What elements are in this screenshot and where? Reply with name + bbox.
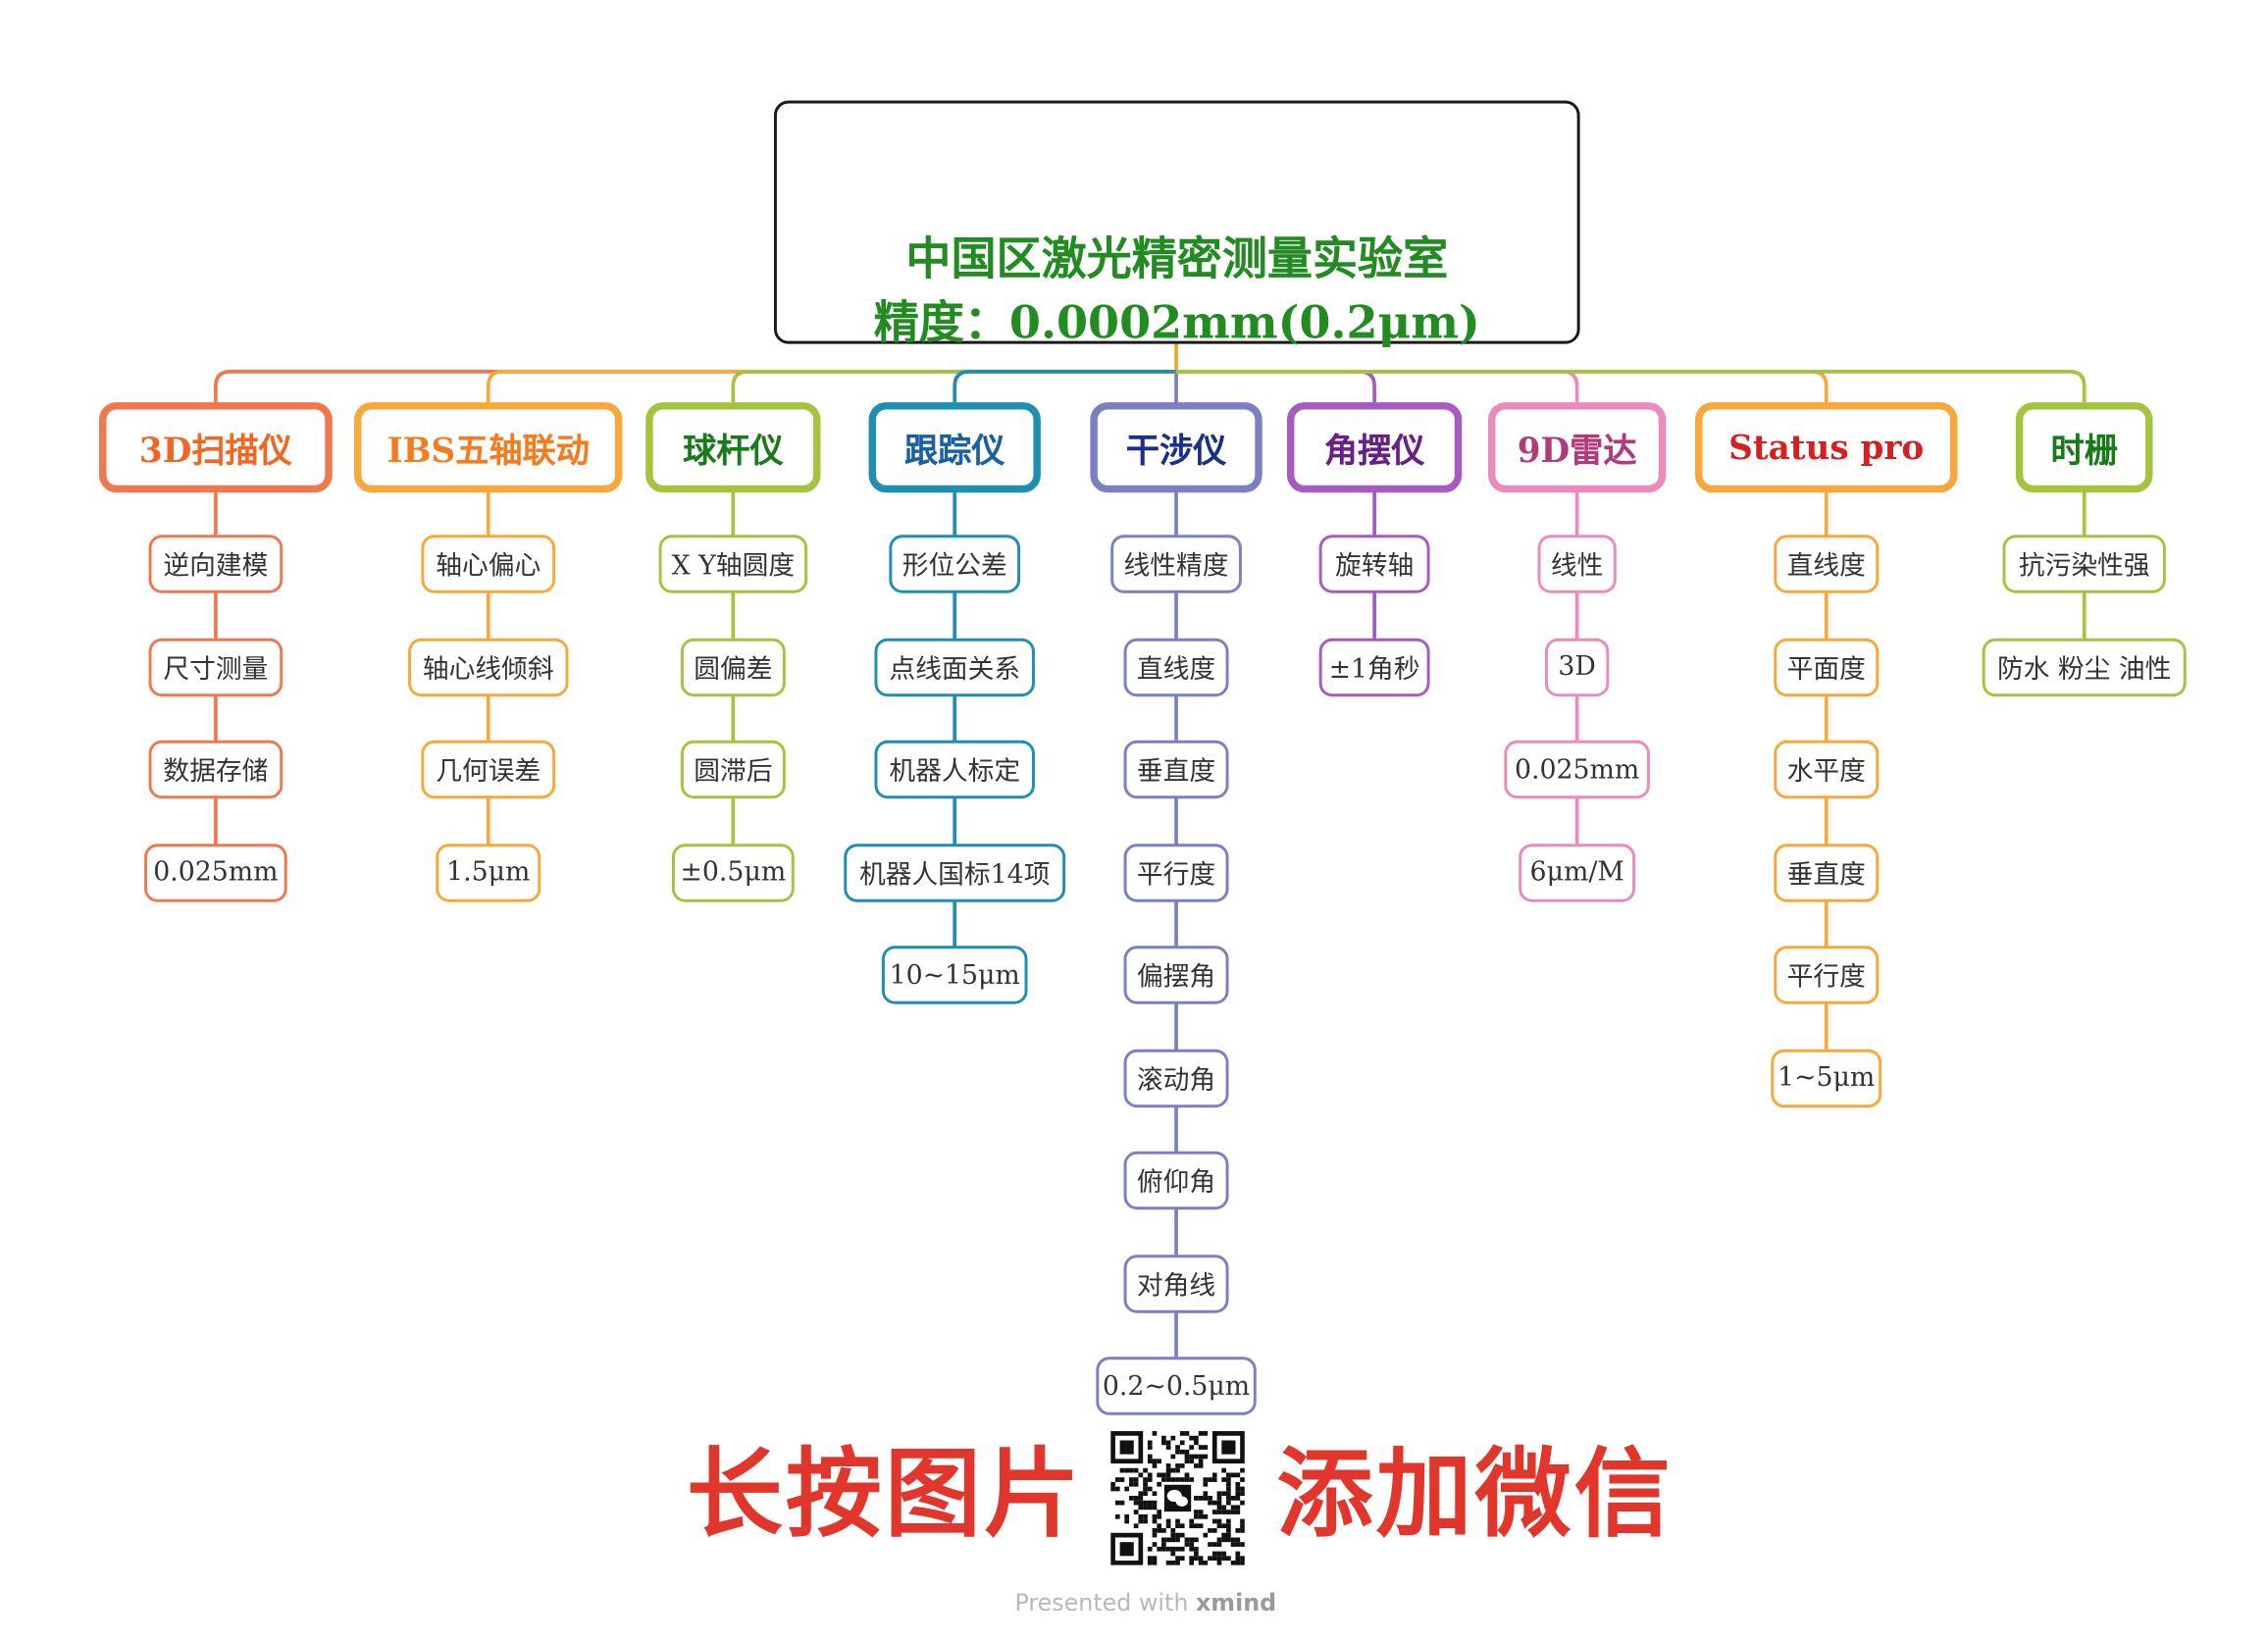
subtopic[interactable]: 垂直度 [1123,740,1229,799]
subtopic[interactable]: 形位公差 [889,535,1021,593]
subtopic[interactable]: 偏摆角 [1123,946,1229,1004]
root-title: 中国区激光精密测量实验室 [905,232,1449,286]
branch-connector [953,370,1177,403]
subtopic[interactable]: 3D [1544,638,1610,696]
branch-connector [1176,370,2087,403]
footer-right-text: 添加微信 [1276,1436,1674,1551]
subtopic[interactable]: 尺寸测量 [148,638,284,696]
subtopic[interactable]: 防水 粉尘 油性 [1982,638,2187,696]
branch-connector [1176,370,1376,403]
subtopic[interactable]: X Y轴圆度 [658,535,808,593]
subtopic[interactable]: 俯仰角 [1123,1151,1229,1210]
subtopic[interactable]: 平行度 [1774,946,1880,1004]
subtopic[interactable]: 数据存储 [148,740,284,799]
subtopic[interactable]: 旋转轴 [1318,535,1430,593]
branch-connector [486,370,1177,403]
subtopic[interactable]: 0.025mm [144,843,287,901]
subtopic[interactable]: 圆滞后 [680,740,786,799]
branch-topic[interactable]: 干涉仪 [1090,402,1263,493]
branch-connector [1176,370,1829,403]
subtopic[interactable]: 垂直度 [1774,843,1880,901]
branch-topic[interactable]: 角摆仪 [1286,402,1463,493]
root-topic[interactable]: 中国区激光精密测量实验室 精度：0.0002mm(0.2μm) [773,100,1580,350]
subtopic[interactable]: 对角线 [1123,1254,1229,1312]
subtopic[interactable]: 点线面关系 [874,638,1035,696]
footer-left-text: 长按图片 [686,1436,1083,1551]
subtopic[interactable]: 滚动角 [1123,1049,1229,1107]
subtopic[interactable]: ±0.5μm [671,843,795,901]
root-subtitle: 精度：0.0002mm(0.2μm) [873,297,1480,350]
credit-prefix: Presented with [1014,1588,1196,1616]
branch-topic[interactable]: IBS五轴联动 [354,402,623,493]
subtopic[interactable]: 几何误差 [421,740,556,799]
branch-connector [731,370,1177,403]
subtopic[interactable]: ±1角秒 [1318,638,1430,696]
subtopic[interactable]: 线性 [1537,535,1617,593]
branch-topic[interactable]: 跟踪仪 [868,402,1041,493]
branch-topic[interactable]: Status pro [1694,402,1958,493]
branch-topic[interactable]: 球杆仪 [645,402,821,493]
subtopic[interactable]: 逆向建模 [148,535,284,593]
subtopic[interactable]: 直线度 [1774,535,1880,593]
branch-topic[interactable]: 9D雷达 [1488,402,1667,493]
subtopic[interactable]: 抗污染性强 [2002,535,2166,593]
subtopic[interactable]: 机器人国标14项 [844,843,1066,901]
subtopic[interactable]: 圆偏差 [680,638,786,696]
subtopic[interactable]: 轴心线倾斜 [408,638,569,696]
branch-topic[interactable]: 时栅 [2015,402,2153,493]
subtopic[interactable]: 0.2~0.5μm [1096,1357,1257,1415]
subtopic[interactable]: 平面度 [1774,638,1880,696]
subtopic[interactable]: 线性精度 [1110,535,1242,593]
subtopic[interactable]: 平行度 [1123,843,1229,901]
branch-connector [1176,370,1579,403]
subtopic[interactable]: 0.025mm [1504,740,1650,799]
credit-brand: xmind [1195,1588,1277,1616]
subtopic[interactable]: 轴心偏心 [421,535,556,593]
subtopic[interactable]: 水平度 [1774,740,1880,799]
subtopic[interactable]: 1~5μm [1771,1049,1882,1107]
presented-with-xmind: Presented with xmind [0,1589,2268,1616]
branch-topic[interactable]: 3D扫描仪 [99,402,333,493]
subtopic[interactable]: 6μm/M [1519,843,1636,901]
subtopic[interactable]: 1.5μm [436,843,541,901]
wechat-qr-code-icon[interactable] [1110,1431,1245,1565]
subtopic[interactable]: 10~15μm [881,946,1028,1004]
subtopic[interactable]: 直线度 [1123,638,1229,696]
subtopic[interactable]: 机器人标定 [874,740,1035,799]
branch-connector [214,370,1177,403]
